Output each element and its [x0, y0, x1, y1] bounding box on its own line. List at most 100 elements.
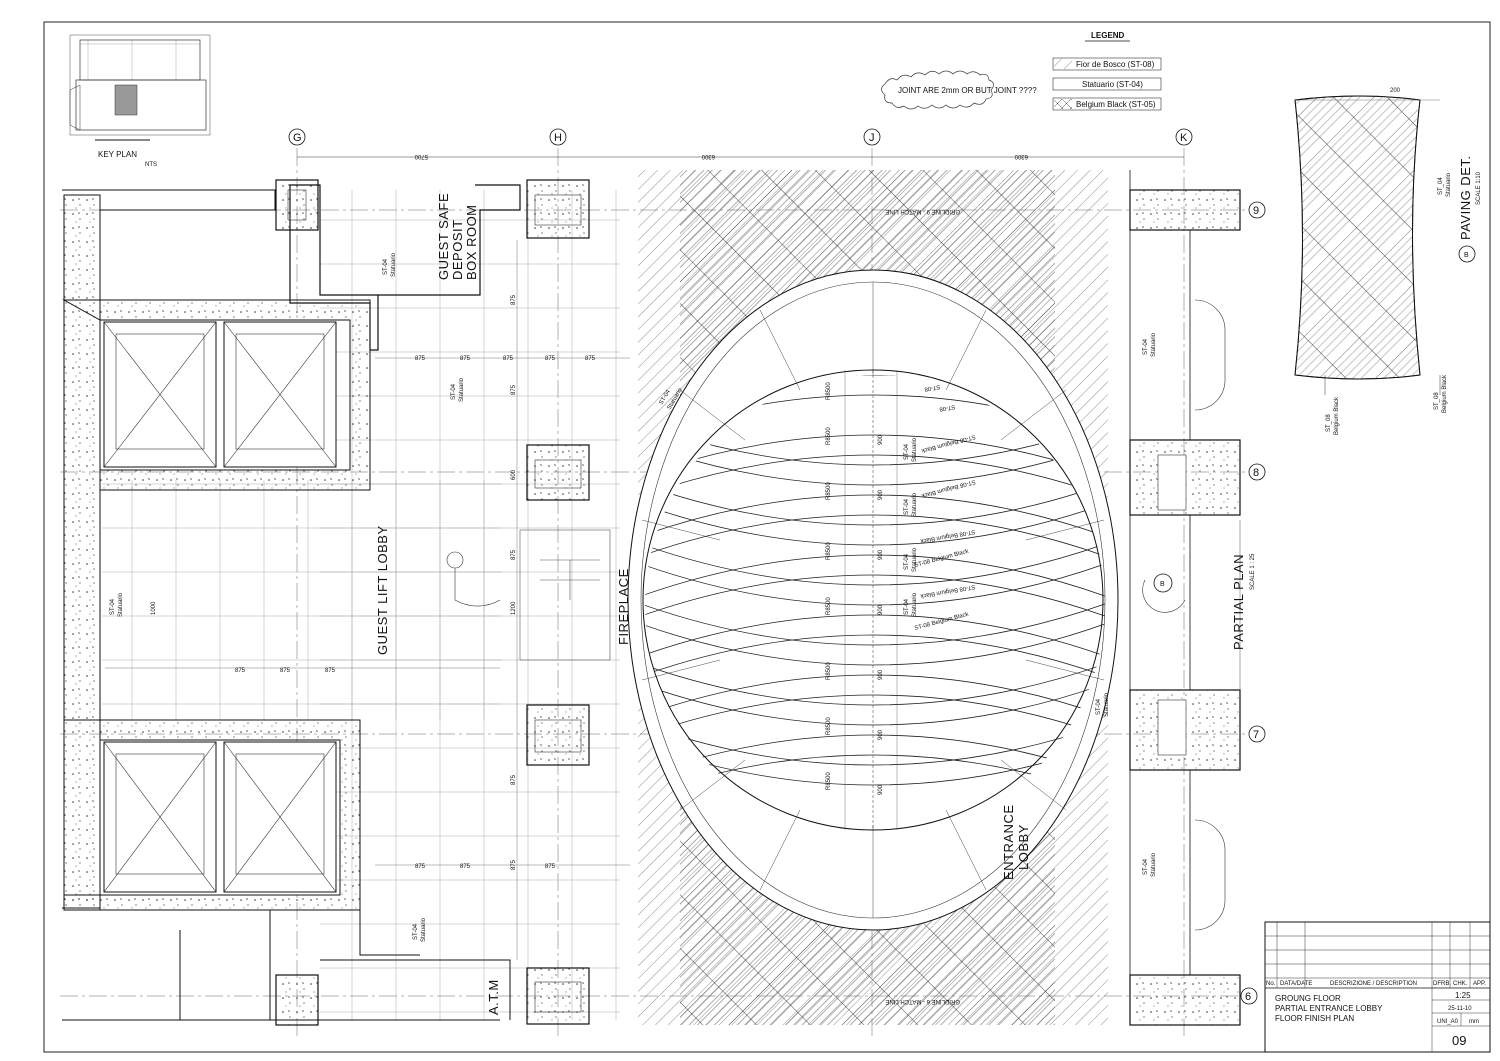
partial-plan-scale: SCALE 1 : 25	[1250, 553, 1256, 590]
sheet-border	[43, 21, 1491, 1053]
svg-text:875: 875	[511, 294, 517, 305]
svg-text:875: 875	[511, 859, 517, 870]
svg-text:ST_04: ST_04	[1438, 177, 1444, 195]
svg-text:ST_08: ST_08	[1434, 392, 1440, 410]
legend: LEGEND Fior de Bosco (ST-08) Statuario (…	[1052, 31, 1162, 111]
room-label-entrance-2: LOBBY	[1016, 824, 1031, 870]
match-line-top: GRIDLINE 9 - MATCH LINE	[885, 208, 960, 214]
svg-text:Statuario: Statuario	[391, 252, 397, 277]
svg-text:Belgium Black: Belgium Black	[1334, 396, 1340, 435]
svg-text:875: 875	[511, 384, 517, 395]
svg-text:1000: 1000	[151, 601, 157, 615]
grid-dimension-line: 5700 6300 6300	[297, 153, 1184, 159]
room-label-guest-lift-lobby: GUEST LIFT LOBBY	[375, 525, 390, 655]
svg-text:ST-04: ST-04	[1096, 698, 1102, 715]
svg-text:Statuario: Statuario	[118, 592, 124, 617]
legend-item-belgium: Belgium Black (ST-05)	[1076, 100, 1156, 109]
revision-cloud-note: JOINT ARE 2mm OR BUT JOINT ????	[881, 70, 1037, 110]
svg-text:Statuario: Statuario	[421, 917, 427, 942]
tb-header-desc: DESCRIZIONE / DESCRIPTION	[1330, 981, 1417, 987]
dimension-labels-lobby: R8500 R8500 R8500 R8500 R8500 R8500 R850…	[826, 382, 884, 795]
svg-text:875: 875	[585, 356, 596, 362]
svg-text:Statuario: Statuario	[1446, 172, 1452, 197]
svg-text:875: 875	[460, 356, 471, 362]
svg-text:Statuario: Statuario	[912, 592, 918, 617]
grid-row-8: 8	[1253, 467, 1259, 479]
tb-header-app: APP.	[1473, 981, 1486, 987]
svg-text:ST-04: ST-04	[383, 258, 389, 275]
svg-text:ST-04: ST-04	[413, 923, 419, 940]
grid-row-9: 9	[1253, 205, 1259, 217]
svg-text:875: 875	[415, 356, 426, 362]
material-tags-left: ST-04 Statuario ST-04 Statuario ST-04 St…	[110, 252, 465, 942]
entrance-lobby-pattern	[627, 170, 1119, 1025]
partial-plan-title: PARTIAL PLAN	[1231, 554, 1246, 650]
cloud-note-text: JOINT ARE 2mm OR BUT JOINT ????	[898, 86, 1037, 95]
tb-sheet-number: 09	[1452, 1033, 1466, 1048]
svg-text:Belgium Black: Belgium Black	[1442, 374, 1448, 413]
room-label-guest-safe-3: BOX ROOM	[464, 204, 479, 280]
svg-text:Statuario: Statuario	[912, 437, 918, 462]
svg-text:R8500: R8500	[826, 542, 832, 560]
svg-text:ST-04: ST-04	[1143, 858, 1149, 875]
room-label-guest-safe-1: GUEST SAFE	[436, 193, 451, 280]
tb-header-chk: CHK.	[1453, 981, 1468, 987]
tb-format: UNI_A0	[1437, 1019, 1459, 1025]
svg-text:ST-04: ST-04	[904, 598, 910, 615]
grid-row-6: 6	[1245, 991, 1251, 1003]
svg-text:R8500: R8500	[826, 382, 832, 400]
svg-text:900: 900	[878, 669, 884, 680]
svg-text:Statuario: Statuario	[912, 492, 918, 517]
svg-text:ST-04: ST-04	[110, 598, 116, 615]
section-marker-b: B	[1160, 581, 1165, 588]
svg-text:ST-04: ST-04	[904, 443, 910, 460]
svg-text:900: 900	[878, 434, 884, 445]
svg-text:R8500: R8500	[826, 662, 832, 680]
svg-text:Statuario: Statuario	[1151, 852, 1157, 877]
tb-header-date: DATA/DATE	[1280, 981, 1312, 987]
svg-text:875: 875	[511, 774, 517, 785]
svg-text:R8500: R8500	[826, 427, 832, 445]
svg-text:Statuario: Statuario	[1104, 692, 1110, 717]
svg-text:900: 900	[878, 784, 884, 795]
grid-spacing-gh: 5700	[414, 153, 428, 159]
svg-text:900: 900	[878, 604, 884, 615]
svg-text:ST-08: ST-08	[923, 383, 940, 392]
plan-left-zone	[62, 179, 630, 1026]
svg-text:900: 900	[878, 729, 884, 740]
svg-text:ST-04: ST-04	[1143, 338, 1149, 355]
plan-right-zone: B	[1129, 170, 1241, 1026]
paving-detail-scale: SCALE 1:10	[1476, 171, 1482, 205]
key-plan-title: KEY PLAN	[98, 150, 137, 159]
key-plan-scale: NTS	[145, 162, 157, 168]
paving-detail: 200 ST_08 Belgium Black ST_08 Belgium Bl…	[1294, 88, 1482, 435]
svg-text:875: 875	[235, 668, 246, 674]
svg-text:Statuario: Statuario	[459, 377, 465, 402]
svg-text:875: 875	[280, 668, 291, 674]
svg-text:ST_08: ST_08	[1326, 414, 1332, 432]
svg-text:875: 875	[460, 864, 471, 870]
tb-title-line-2: PARTIAL ENTRANCE LOBBY	[1275, 1004, 1383, 1013]
svg-text:1200: 1200	[511, 601, 517, 615]
tb-date: 25-11-10	[1448, 1006, 1472, 1012]
tb-title-line-1: GROUNG FLOOR	[1275, 994, 1341, 1003]
room-label-fireplace: FIREPLACE	[616, 568, 631, 645]
svg-text:875: 875	[325, 668, 336, 674]
svg-text:875: 875	[545, 864, 556, 870]
svg-text:875: 875	[415, 864, 426, 870]
legend-heading: LEGEND	[1091, 31, 1125, 40]
svg-text:ST-04: ST-04	[904, 553, 910, 570]
grid-col-h: H	[554, 132, 562, 144]
svg-text:875: 875	[511, 549, 517, 560]
key-plan: KEY PLAN NTS	[69, 34, 211, 168]
room-label-atm: A.T.M	[486, 979, 501, 1015]
grid-col-j: J	[869, 132, 875, 144]
svg-text:900: 900	[878, 489, 884, 500]
paving-detail-title: PAVING DET.	[1458, 156, 1473, 240]
tb-units: mm	[1469, 1019, 1479, 1025]
tb-scale: 1:25	[1455, 991, 1471, 1000]
grid-col-g: G	[293, 132, 302, 144]
svg-text:600: 600	[511, 469, 517, 480]
svg-text:ST-04: ST-04	[451, 383, 457, 400]
